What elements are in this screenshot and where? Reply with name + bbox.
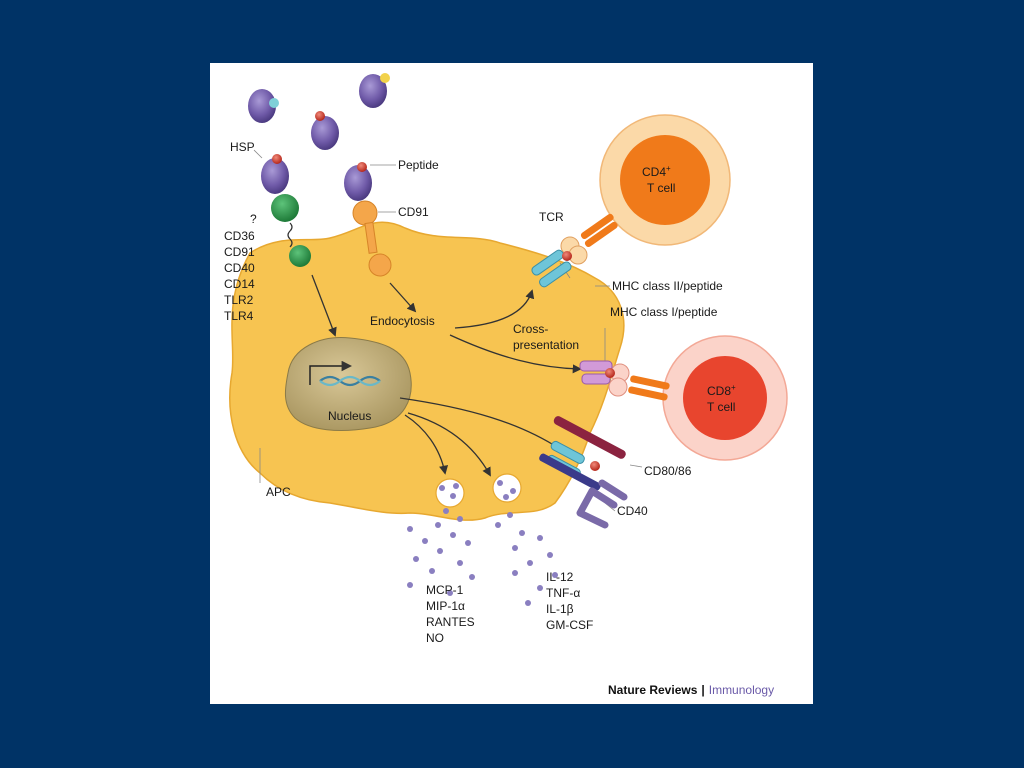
label-cd80-86: CD80/86 [644,464,692,478]
label-chemokine: MCP-1 [426,583,464,597]
label-cd8: CD8+ [707,383,736,398]
secreted-particles [407,480,558,606]
label-cd4: CD4+ [642,164,671,179]
label-chemokine: NO [426,631,444,645]
label-cd8-name: CD8 [707,384,731,398]
pathway-arrows [311,274,582,477]
label-mhc1: MHC class I/peptide [610,305,718,319]
label-cytokine: IL-1β [546,602,574,616]
label-receptor: TLR2 [224,293,254,307]
label-endocytosis: Endocytosis [370,314,435,328]
credit-separator: | [701,683,704,697]
tcr-receptor-cd4 [560,213,618,265]
label-apc: APC [266,485,291,499]
label-cd40: CD40 [617,504,648,518]
cd91-receptor [352,200,392,277]
label-presentation: presentation [513,338,579,352]
dna-helix-icon [319,375,381,387]
label-receptor: TLR4 [224,309,254,323]
label-receptor: CD36 [224,229,255,243]
label-receptor: CD14 [224,277,255,291]
figure-panel: HSP Peptide CD91 ? CD36 CD91 CD40 CD14 T… [210,63,813,704]
cd4-t-cell [599,114,731,246]
label-cross: Cross- [513,322,548,336]
label-cd8-sup: + [731,383,736,392]
label-receptor: CD40 [224,261,255,275]
label-nucleus: Nucleus [328,409,371,423]
hsp-molecule [359,73,390,108]
label-chemokine: RANTES [426,615,475,629]
cd40-molecule [539,453,628,529]
credit-journal: Nature Reviews [608,683,698,697]
label-question: ? [250,212,257,226]
label-chemokine: MIP-1α [426,599,465,613]
transcription-arrow-icon [309,360,353,385]
cd8-t-cell [662,335,788,461]
label-cd4-tcell: T cell [647,181,675,195]
label-cd8-tcell: T cell [707,400,735,414]
tcr-receptor-cd8 [608,363,670,401]
apc-pathway-diagram: HSP Peptide CD91 ? CD36 CD91 CD40 CD14 T… [224,73,788,697]
label-tcr: TCR [539,210,564,224]
label-hsp: HSP [230,140,255,154]
label-mhc2: MHC class II/peptide [612,279,723,293]
hsp-molecule [311,111,339,150]
label-cytokine: TNF-α [546,586,580,600]
hsp-bound-cd91 [344,162,372,201]
label-cd91-receptor: CD91 [398,205,429,219]
hsp-bound-left [261,154,289,194]
mhc-class-ii [531,249,572,288]
label-cd4-name: CD4 [642,165,666,179]
credit-line: Nature Reviews| Immunology [608,683,774,697]
label-receptor: CD91 [224,245,255,259]
label-peptide: Peptide [398,158,439,172]
label-cytokine: IL-12 [546,570,574,584]
unknown-receptor [271,194,311,267]
hsp-molecule [248,89,279,123]
label-cytokine: GM-CSF [546,618,593,632]
credit-section: Immunology [709,683,774,697]
label-cd4-sup: + [666,164,671,173]
mhc-class-i [579,360,615,385]
